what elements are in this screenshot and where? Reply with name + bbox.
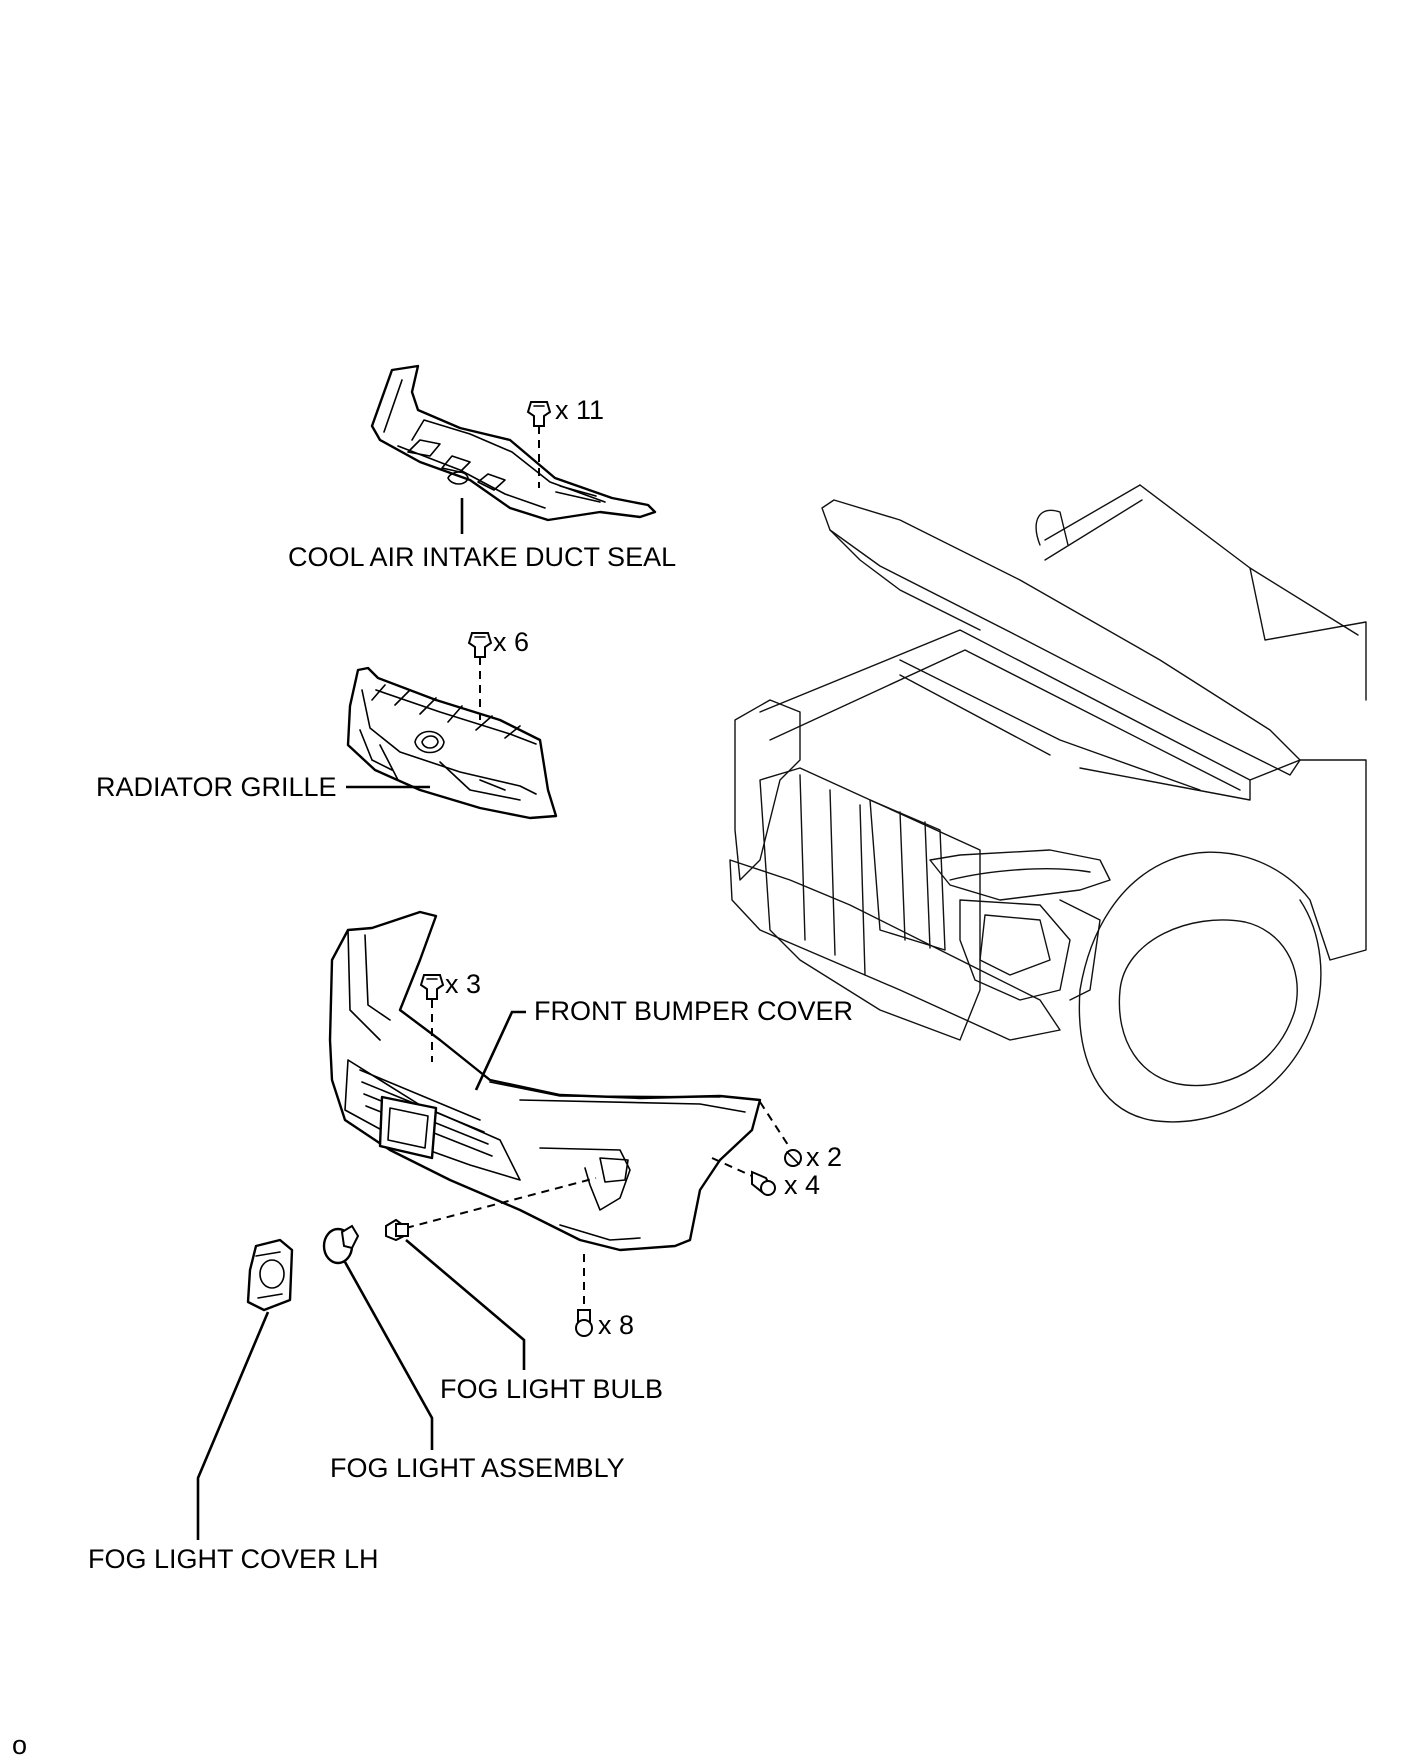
cool-air-intake-duct-seal-part xyxy=(370,364,657,522)
screw-icon xyxy=(784,1149,802,1167)
push-clip-icon xyxy=(419,974,445,1000)
bumper-side-screw-dashline xyxy=(759,1101,791,1149)
radiator-grille-part xyxy=(346,666,558,820)
fog-light-assembly-part xyxy=(322,1224,360,1265)
fog-light-cover-lh-label: FOG LIGHT COVER LH xyxy=(88,1544,379,1574)
push-clip-icon xyxy=(467,632,493,658)
fog-light-bulb-dashline xyxy=(405,1177,597,1229)
cool-air-intake-duct-seal-label: COOL AIR INTAKE DUCT SEAL xyxy=(288,542,676,572)
radiator-grille-label: RADIATOR GRILLE xyxy=(96,772,337,802)
bolt-icon xyxy=(751,1170,776,1196)
vehicle-front-illustration xyxy=(729,484,1367,1123)
fog-light-bulb-label: FOG LIGHT BULB xyxy=(440,1374,663,1404)
fog-light-assembly-leader-line xyxy=(343,1261,434,1450)
front-bumper-cover-leader-line xyxy=(474,1010,526,1091)
push-clip-icon xyxy=(526,401,552,427)
grille-clip-qty: x 6 xyxy=(493,627,529,657)
duct-seal-clip-qty: x 11 xyxy=(555,395,604,425)
screw-icon xyxy=(575,1309,593,1337)
front-bumper-cover-part xyxy=(328,910,762,1252)
fog-light-assembly-label: FOG LIGHT ASSEMBLY xyxy=(330,1453,625,1483)
bumper-side-bolt-dashline xyxy=(711,1157,753,1177)
bumper-side-bolt-qty: x 4 xyxy=(784,1170,820,1200)
fog-light-cover-lh-leader-line xyxy=(196,1311,270,1540)
fog-light-bulb-leader-line xyxy=(405,1239,526,1370)
fog-light-cover-lh-part xyxy=(246,1238,294,1312)
fog-light-bulb-part xyxy=(385,1218,409,1242)
page-marker: o xyxy=(12,1730,27,1760)
front-bumper-cover-label: FRONT BUMPER COVER xyxy=(534,996,853,1026)
bumper-side-screw-qty: x 2 xyxy=(806,1142,842,1172)
bumper-lower-screw-qty: x 8 xyxy=(598,1310,634,1340)
bumper-top-clip-qty: x 3 xyxy=(445,969,481,999)
